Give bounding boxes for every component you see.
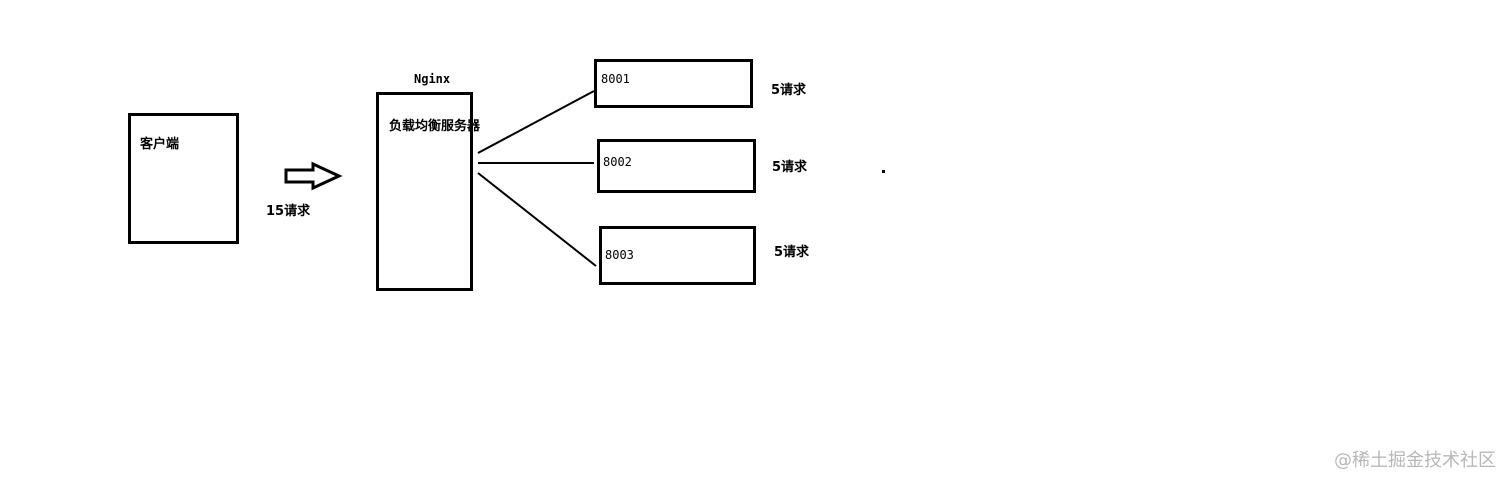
nginx-load-balancer-box: 负载均衡服务器	[376, 92, 480, 291]
server-box-8003: 8003	[599, 226, 756, 285]
load-balancer-label: 负载均衡服务器	[389, 119, 481, 134]
server-port-label: 8003	[605, 248, 634, 262]
server-box-8001: 8001	[594, 59, 753, 108]
stray-dot	[882, 170, 885, 173]
nginx-title: Nginx	[414, 72, 451, 86]
client-box: 客户端	[128, 113, 239, 244]
request-arrow-icon	[284, 161, 343, 191]
server-port-label: 8001	[601, 72, 630, 86]
connector-line-8001	[477, 90, 595, 154]
watermark-text: @稀土掘金技术社区	[1334, 450, 1496, 471]
client-label: 客户端	[140, 137, 180, 152]
connector-line-8003	[477, 172, 597, 267]
server-port-label: 8002	[603, 155, 632, 169]
server-request-count-8002: 5请求	[772, 160, 808, 175]
client-request-count: 15请求	[266, 204, 311, 219]
server-box-8002: 8002	[597, 139, 756, 193]
server-request-count-8003: 5请求	[774, 245, 810, 260]
server-request-count-8001: 5请求	[771, 83, 807, 98]
